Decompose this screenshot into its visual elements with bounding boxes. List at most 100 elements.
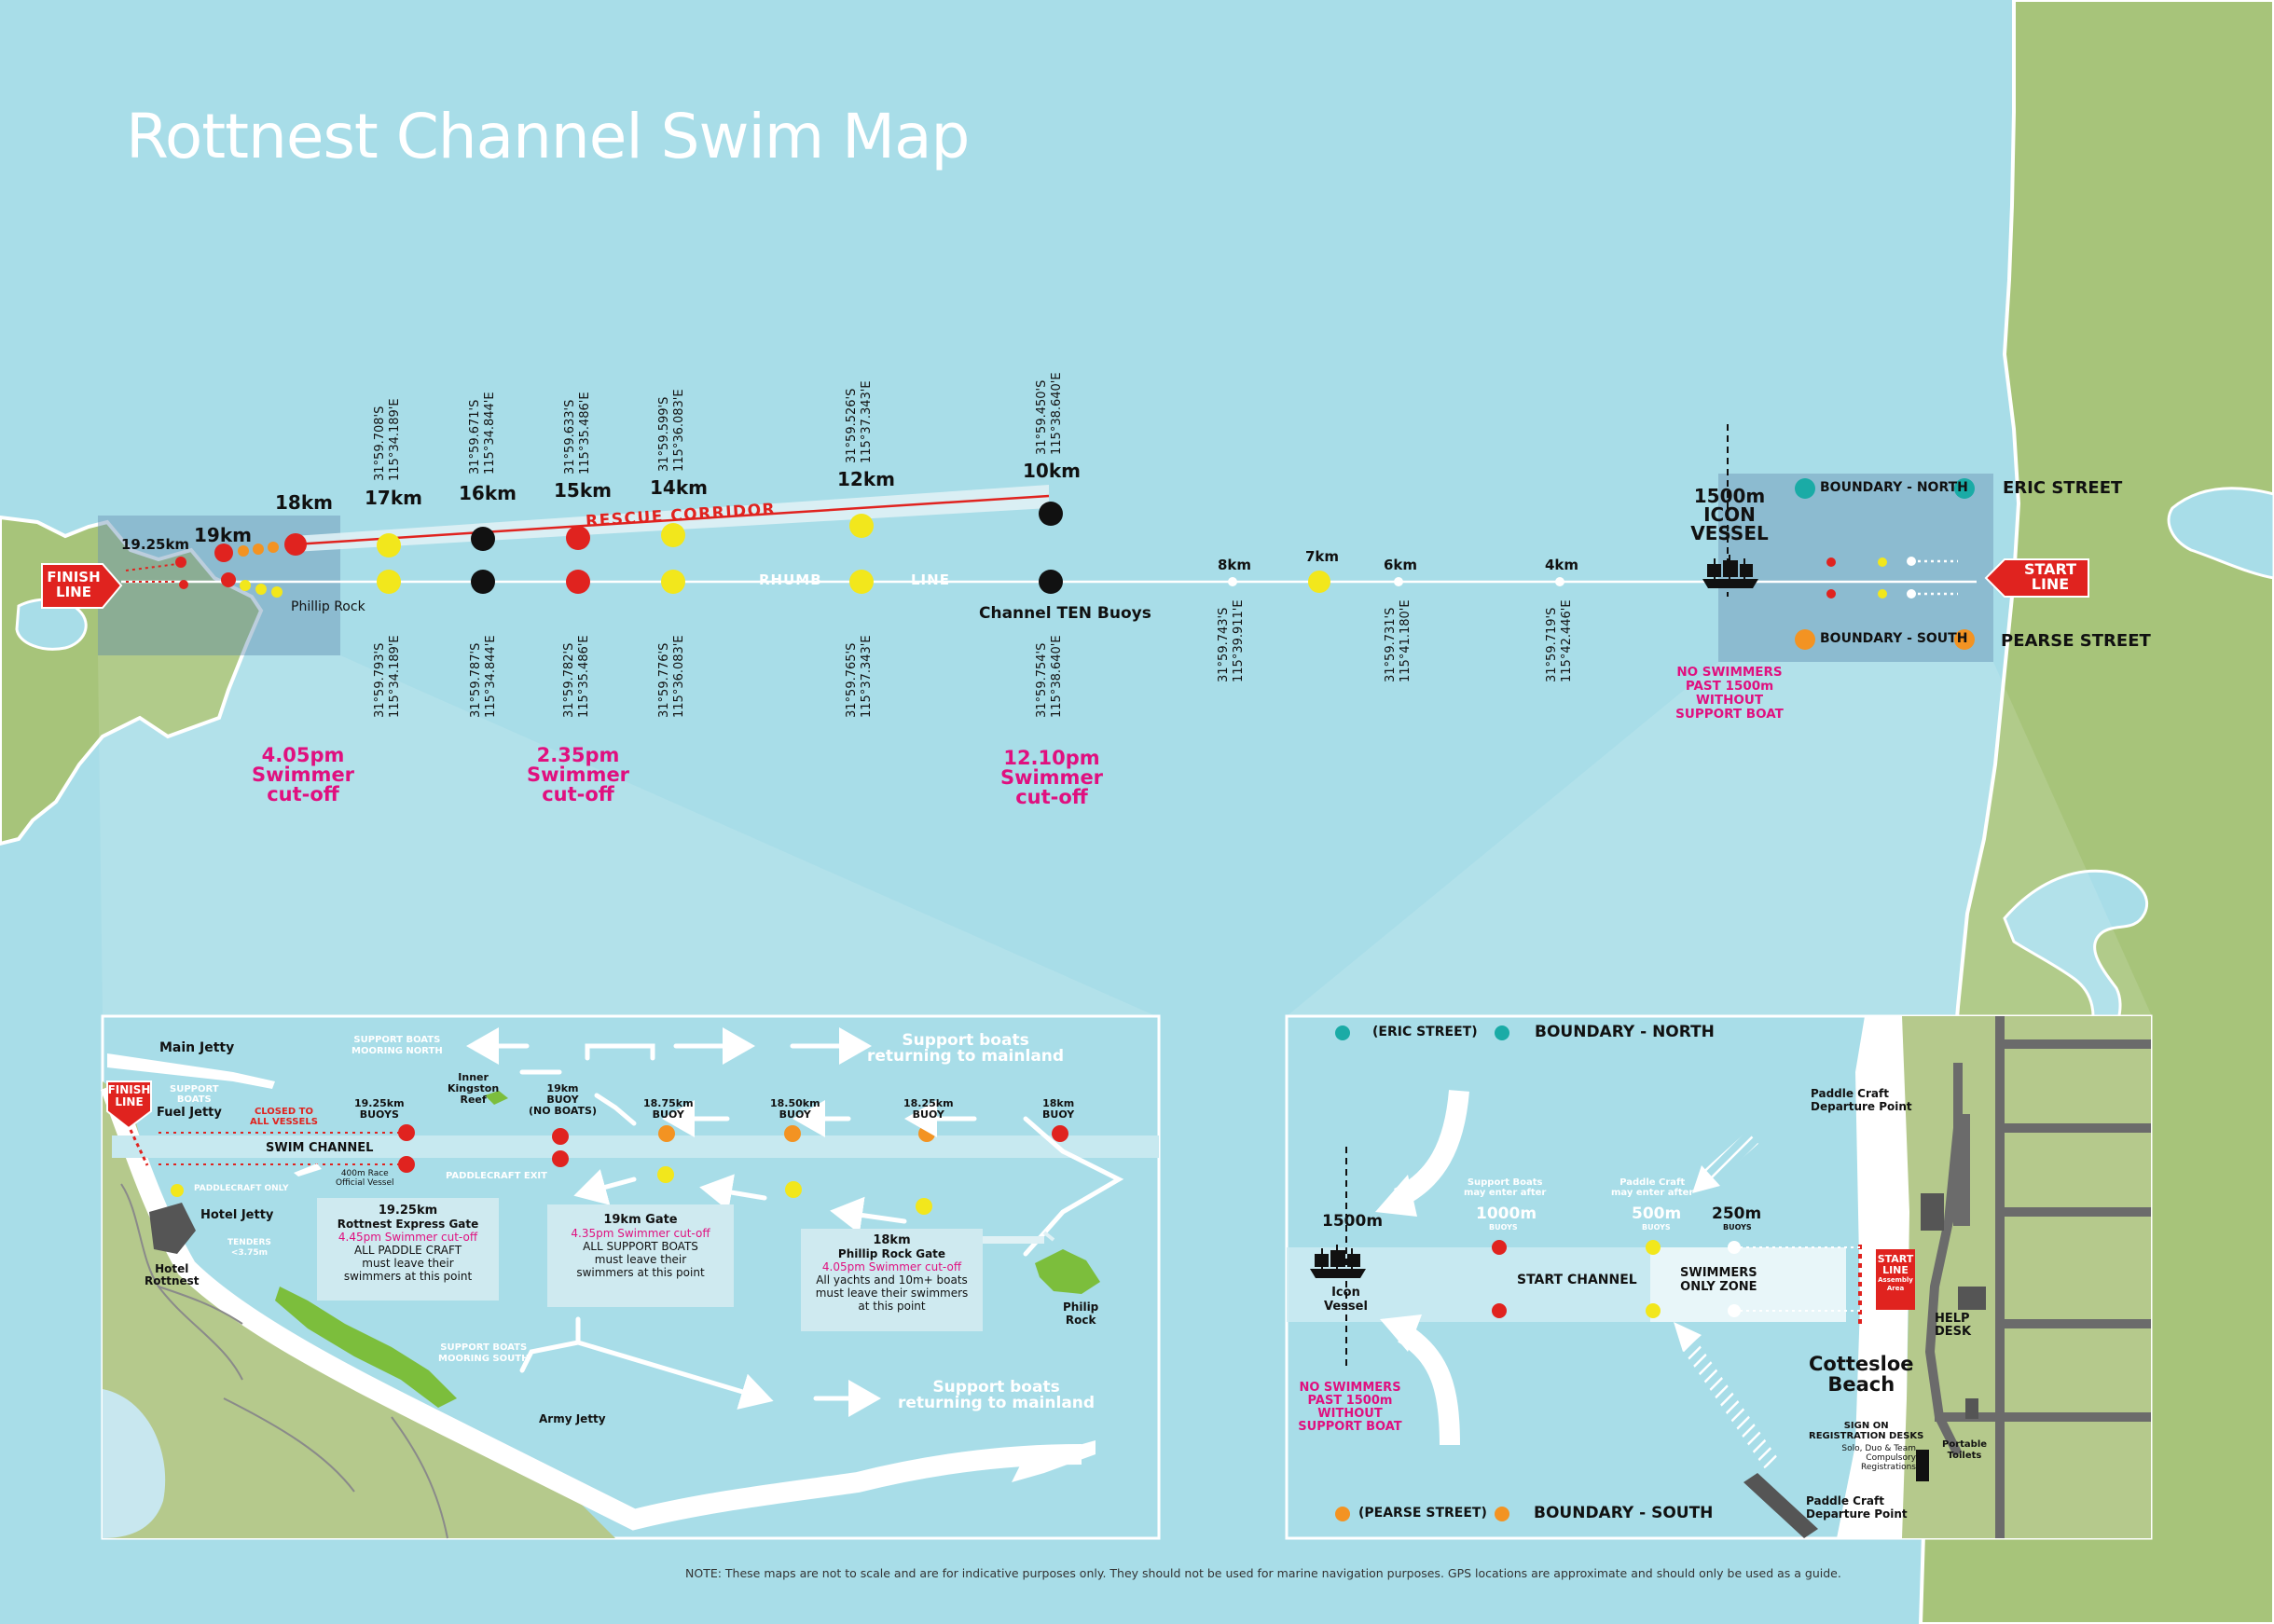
boundary-north-buoy-a xyxy=(1795,478,1815,499)
buoy-12-upper xyxy=(849,514,874,538)
m1000-label: 1000m xyxy=(1476,1204,1537,1223)
ship-icon xyxy=(1702,555,1758,588)
paddle-exit-label: PADDLECRAFT EXIT xyxy=(446,1171,547,1181)
marker-8 xyxy=(1228,577,1237,586)
rhumb-label: RHUMB xyxy=(759,571,822,588)
buoy-19-upper xyxy=(214,544,233,562)
buoy-1850-lower xyxy=(255,584,267,595)
disclaimer-note: NOTE: These maps are not to scale and ar… xyxy=(685,1566,1841,1580)
focus-box-cottesloe xyxy=(1718,474,1993,662)
km-17: 17km xyxy=(365,487,422,509)
inset-left-land xyxy=(103,1081,615,1538)
finish-line-flag xyxy=(41,563,123,609)
boundary-south-main: BOUNDARY - SOUTH xyxy=(1820,631,1968,646)
main-buoys xyxy=(175,478,1975,650)
buoy-17-lower xyxy=(377,570,401,594)
buoy-7 xyxy=(1308,571,1330,593)
buoy-1925-upper xyxy=(175,557,186,568)
buoys-1000-label: BUOYS xyxy=(1489,1223,1518,1232)
km-8: 8km xyxy=(1218,557,1252,573)
gate-phillip-box: 18km Phillip Rock Gate 4.05pm Swimmer cu… xyxy=(815,1233,969,1314)
buoy-1925-lower xyxy=(179,580,188,589)
army-jetty-label: Army Jetty xyxy=(539,1412,606,1425)
swim-channel-label: SWIM CHANNEL xyxy=(266,1141,374,1155)
start-line-flag xyxy=(1984,558,2089,598)
hotel-jetty-label: Hotel Jetty xyxy=(200,1208,274,1222)
channel-ten-label: Channel TEN Buoys xyxy=(979,604,1151,623)
inset-rottnest xyxy=(100,1014,1161,1540)
buoy-10-upper xyxy=(1039,502,1063,526)
marker-4 xyxy=(1555,577,1564,586)
km-12: 12km xyxy=(837,468,895,490)
map-title: Rottnest Channel Swim Map xyxy=(126,101,970,172)
buoy-15-upper xyxy=(566,526,590,550)
km-4: 4km xyxy=(1545,557,1579,573)
km-6: 6km xyxy=(1384,557,1418,573)
m500-label: 500m xyxy=(1632,1204,1682,1223)
boundary-north-buoy-b xyxy=(1954,478,1975,499)
buoy-1875-lower xyxy=(240,580,251,591)
main-jetty-label: Main Jetty xyxy=(159,1040,235,1055)
icon-1500-inset: 1500m xyxy=(1322,1212,1384,1231)
start-buoy-red-up xyxy=(1826,557,1836,567)
paddlecraft-only-label: PADDLECRAFT ONLY xyxy=(194,1184,289,1193)
start-buoy-wht-lo xyxy=(1907,589,1916,599)
buoy-16-upper xyxy=(471,527,495,551)
m250-label: 250m xyxy=(1712,1204,1762,1223)
swan-river xyxy=(2003,869,2149,1046)
km-7: 7km xyxy=(1305,548,1340,565)
inset-left-beach xyxy=(100,1081,1082,1531)
buoy-16-lower xyxy=(471,570,495,594)
buoy-17-upper xyxy=(377,533,401,557)
start-buoy-yel-up xyxy=(1878,557,1887,567)
buoy-10-lower xyxy=(1039,570,1063,594)
boundary-south-buoy-b xyxy=(1954,629,1975,650)
km-18: 18km xyxy=(275,491,333,514)
km-10: 10km xyxy=(1023,460,1081,482)
start-buoy-red-lo xyxy=(1826,589,1836,599)
river-lake-north xyxy=(2167,487,2274,580)
start-buoy-yel-lo xyxy=(1878,589,1887,599)
rescue-corridor-line xyxy=(293,494,1050,546)
marker-6 xyxy=(1394,577,1403,586)
line-label: LINE xyxy=(911,571,950,588)
boundary-north-inset: BOUNDARY - NORTH xyxy=(1535,1023,1715,1041)
inset-cottesloe xyxy=(1285,1014,2153,1540)
eric-street-main: ERIC STREET xyxy=(2003,478,2123,498)
km-19: 19km xyxy=(194,524,252,546)
boundary-south-inset: BOUNDARY - SOUTH xyxy=(1534,1504,1714,1522)
